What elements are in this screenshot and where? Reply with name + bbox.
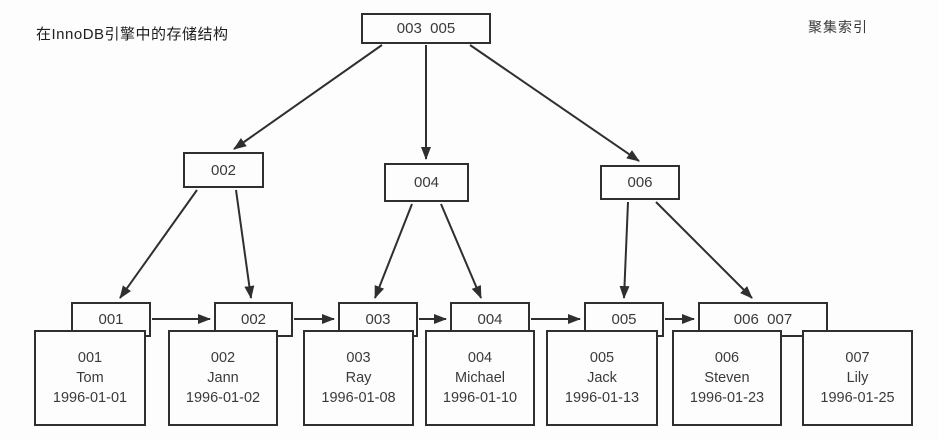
record-box-007: 007 Lily 1996-01-25 <box>802 330 913 426</box>
arrow-002-to-leaf001 <box>119 189 198 299</box>
record-date: 1996-01-13 <box>564 390 640 406</box>
internal-node-002: 002 <box>183 152 264 188</box>
record-date: 1996-01-10 <box>442 390 518 406</box>
record-box-003: 003 Ray 1996-01-08 <box>303 330 414 426</box>
arrow-006-to-leaf005 <box>619 201 630 299</box>
record-name: Jack <box>587 370 617 386</box>
record-id: 005 <box>589 350 615 366</box>
record-box-002: 002 Jann 1996-01-02 <box>168 330 278 426</box>
record-box-004: 004 Michael 1996-01-10 <box>425 330 535 426</box>
arrow-004-to-leaf003 <box>374 203 413 299</box>
record-id: 003 <box>346 350 371 366</box>
record-id: 004 <box>467 350 493 366</box>
record-date: 1996-01-01 <box>52 390 128 406</box>
arrow-root-to-006 <box>469 44 640 162</box>
root-node: 003 005 <box>361 13 491 44</box>
record-box-005: 005 Jack 1996-01-13 <box>546 330 658 426</box>
record-name: Jann <box>207 370 239 386</box>
record-box-001: 001 Tom 1996-01-01 <box>34 330 146 426</box>
record-id: 007 <box>845 350 870 366</box>
clustered-index-label: 聚集索引 <box>808 19 868 35</box>
record-id: 006 <box>714 350 740 366</box>
record-name: Tom <box>76 370 104 386</box>
record-name: Ray <box>345 370 372 386</box>
diagram-title: 在InnoDB引擎中的存储结构 <box>36 26 229 43</box>
record-name: Michael <box>455 370 505 386</box>
record-name: Lily <box>846 370 869 386</box>
record-name: Steven <box>704 370 750 386</box>
record-date: 1996-01-08 <box>321 390 396 406</box>
arrow-002-to-leaf002 <box>235 189 255 299</box>
arrow-004-to-leaf004 <box>440 203 482 299</box>
record-id: 002 <box>210 350 236 366</box>
internal-node-004: 004 <box>384 163 469 202</box>
record-box-006: 006 Steven 1996-01-23 <box>672 330 782 426</box>
arrow-006-to-leaf006 <box>655 201 753 299</box>
arrow-root-to-002 <box>233 44 383 150</box>
record-date: 1996-01-23 <box>689 390 765 406</box>
record-date: 1996-01-25 <box>820 390 895 406</box>
record-date: 1996-01-02 <box>185 390 261 406</box>
internal-node-006: 006 <box>600 165 680 200</box>
record-id: 001 <box>77 350 103 366</box>
